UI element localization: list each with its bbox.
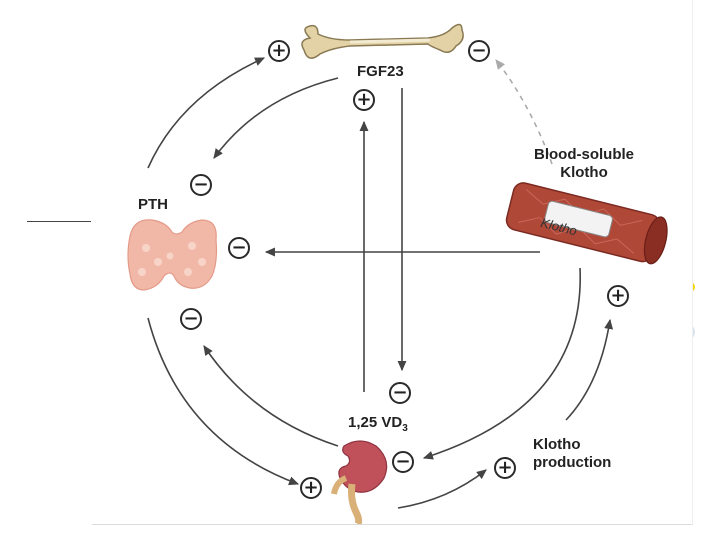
plus-sign-fgf23: + [353, 89, 375, 111]
arrow-production-to-vessel [565, 318, 614, 421]
klotho-production-line2: production [533, 454, 612, 471]
vd3-subscript: 3 [402, 423, 408, 434]
plus-sign-pth-bone: + [268, 40, 290, 62]
diagram-svg [127, 23, 668, 524]
klotho-production-label: Klotho production [533, 436, 611, 472]
plus-sign-vessel: + [607, 285, 629, 307]
arrow-pth-to-kidney [147, 317, 300, 486]
minus-sign-pth-top: − [190, 174, 212, 196]
minus-sign-bone: − [468, 40, 490, 62]
kidney-icon [331, 440, 388, 524]
plus-sign-kidney: + [300, 477, 322, 499]
arrow-vessel-to-kidney [422, 267, 581, 460]
arrow-kidney-to-pth [203, 345, 339, 447]
blood-soluble-klotho-label: Blood-soluble Klotho [534, 146, 634, 182]
vd3-base: 1,25 VD [348, 414, 403, 431]
minus-sign-vd3-top: − [389, 382, 411, 404]
minus-sign-kidney: − [392, 451, 414, 473]
plus-sign-klotho-production: + [494, 457, 516, 479]
arrow-fgf23-to-pth [213, 77, 339, 159]
bone-icon [301, 23, 464, 59]
blood-soluble-line: Blood-soluble [534, 146, 634, 163]
minus-sign-pth-right: − [228, 237, 250, 259]
klotho-production-line1: Klotho [533, 436, 581, 453]
blood-vessel-icon [505, 182, 668, 265]
klotho-line: Klotho [560, 164, 608, 181]
arrow-pth-to-bone [147, 57, 266, 169]
thyroid-icon [127, 219, 218, 291]
side-line [27, 221, 91, 222]
pth-label: PTH [138, 196, 168, 213]
minus-sign-pth-bottom: − [180, 308, 202, 330]
arrow-klotho-to-bone-dashed [495, 59, 553, 165]
arrow-kidney-to-klotho-production [397, 469, 487, 509]
diagram-frame: FGF23 PTH Blood-soluble Klotho Klotho 1,… [92, 0, 693, 525]
fgf23-label: FGF23 [357, 63, 404, 80]
vd3-label: 1,25 VD3 [348, 414, 408, 438]
